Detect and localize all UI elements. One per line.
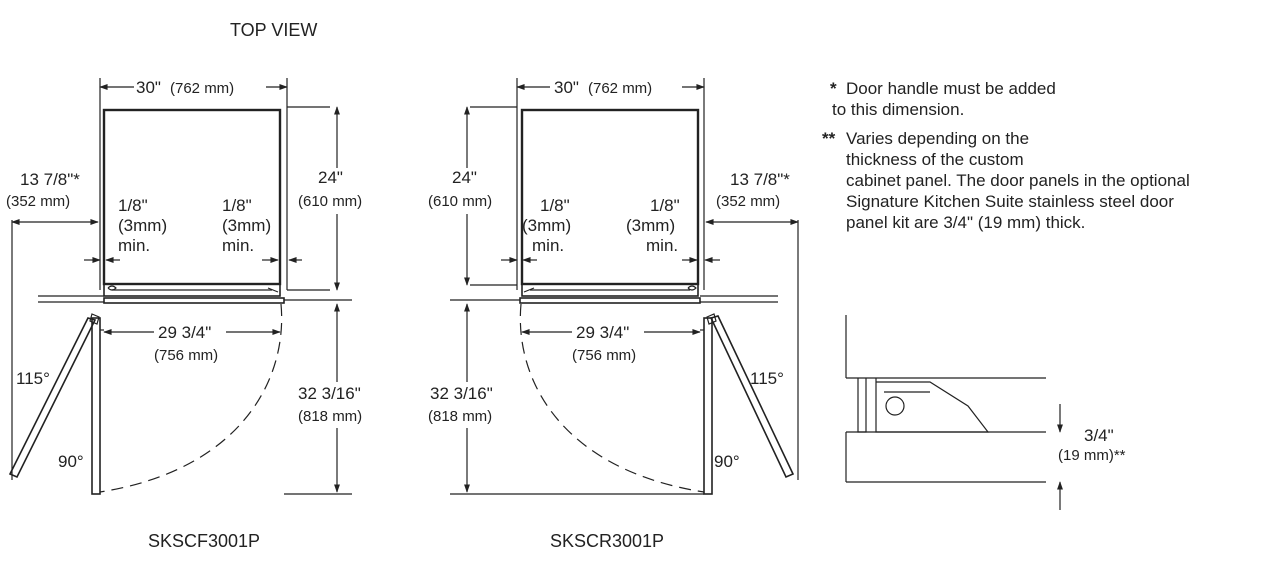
depth-mm-label: (610 mm) xyxy=(428,193,492,210)
note-line: Varies depending on the xyxy=(846,129,1030,148)
width-mm-label: (762 mm) xyxy=(588,80,652,97)
opening-mm-label: (756 mm) xyxy=(572,347,636,364)
angle-90-label: 90° xyxy=(58,452,84,471)
gap-left-inch: 1/8" xyxy=(540,196,570,215)
model-label: SKSCR3001P xyxy=(550,531,664,551)
depth-inch-label: 24" xyxy=(452,168,477,187)
swing-inch-label: 32 3/16" xyxy=(430,384,493,403)
gap-left-inch: 1/8" xyxy=(118,196,148,215)
gap-right-min: min. xyxy=(646,236,678,255)
gap-left-mm: (3mm) xyxy=(118,216,167,235)
door-90 xyxy=(91,317,101,495)
side-inch-label: 13 7/8"* xyxy=(730,170,790,189)
depth-mm-label: (610 mm) xyxy=(298,193,362,210)
door-thickness-detail: 3/4" (19 mm)** xyxy=(845,315,1126,510)
door-90 xyxy=(703,317,713,495)
gap-left-min: min. xyxy=(532,236,564,255)
note-line: thickness of the custom xyxy=(846,150,1024,169)
note-mark: * xyxy=(830,79,837,98)
gap-left-mm: (3mm) xyxy=(522,216,571,235)
opening-inch-label: 29 3/4" xyxy=(576,323,629,342)
note-panel-thickness: ** Varies depending on the thickness of … xyxy=(822,128,1282,233)
footnotes: * Door handle must be added to this dime… xyxy=(822,78,1282,239)
angle-115-label: 115° xyxy=(750,369,784,388)
model-label: SKSCF3001P xyxy=(148,531,260,551)
side-inch-label: 13 7/8"* xyxy=(20,170,80,189)
angle-90-label: 90° xyxy=(714,452,740,471)
swing-inch-label: 32 3/16" xyxy=(298,384,361,403)
note-line: Door handle must be added xyxy=(846,79,1056,98)
note-line: to this dimension. xyxy=(832,100,965,119)
note-mark: ** xyxy=(822,129,836,148)
gap-right-inch: 1/8" xyxy=(222,196,252,215)
side-mm-label: (352 mm) xyxy=(6,193,70,210)
right-diagram: 30" (762 mm) 24" (610 mm) 13 7/8"* (352 … xyxy=(426,76,799,551)
note-line: panel kit are 3/4" (19 mm) thick. xyxy=(846,213,1086,232)
gap-right-min: min. xyxy=(222,236,254,255)
gap-right-inch: 1/8" xyxy=(650,196,680,215)
thickness-inch-label: 3/4" xyxy=(1084,426,1114,445)
note-line: Signature Kitchen Suite stainless steel … xyxy=(846,192,1174,211)
swing-mm-label: (818 mm) xyxy=(428,408,492,425)
width-inch-label: 30" xyxy=(554,78,579,97)
hinge-shape xyxy=(857,378,867,433)
angle-115-label: 115° xyxy=(16,369,50,388)
note-line: cabinet panel. The door panels in the op… xyxy=(846,171,1190,190)
left-diagram: 30" (762 mm) 24" (610 mm) 13 7/8"* (352 … xyxy=(6,76,380,551)
opening-inch-label: 29 3/4" xyxy=(158,323,211,342)
swing-mm-label: (818 mm) xyxy=(298,408,362,425)
gap-right-mm: (3mm) xyxy=(222,216,271,235)
gap-right-mm: (3mm) xyxy=(626,216,675,235)
depth-inch-label: 24" xyxy=(318,168,343,187)
width-inch-label: 30" xyxy=(136,78,161,97)
page-title: TOP VIEW xyxy=(230,20,317,40)
side-mm-label: (352 mm) xyxy=(716,193,780,210)
width-mm-label: (762 mm) xyxy=(170,80,234,97)
opening-mm-label: (756 mm) xyxy=(154,347,218,364)
gap-left-min: min. xyxy=(118,236,150,255)
thickness-mm-label: (19 mm)** xyxy=(1058,447,1126,464)
note-door-handle: * Door handle must be added to this dime… xyxy=(822,78,1282,120)
door-open xyxy=(709,315,795,479)
